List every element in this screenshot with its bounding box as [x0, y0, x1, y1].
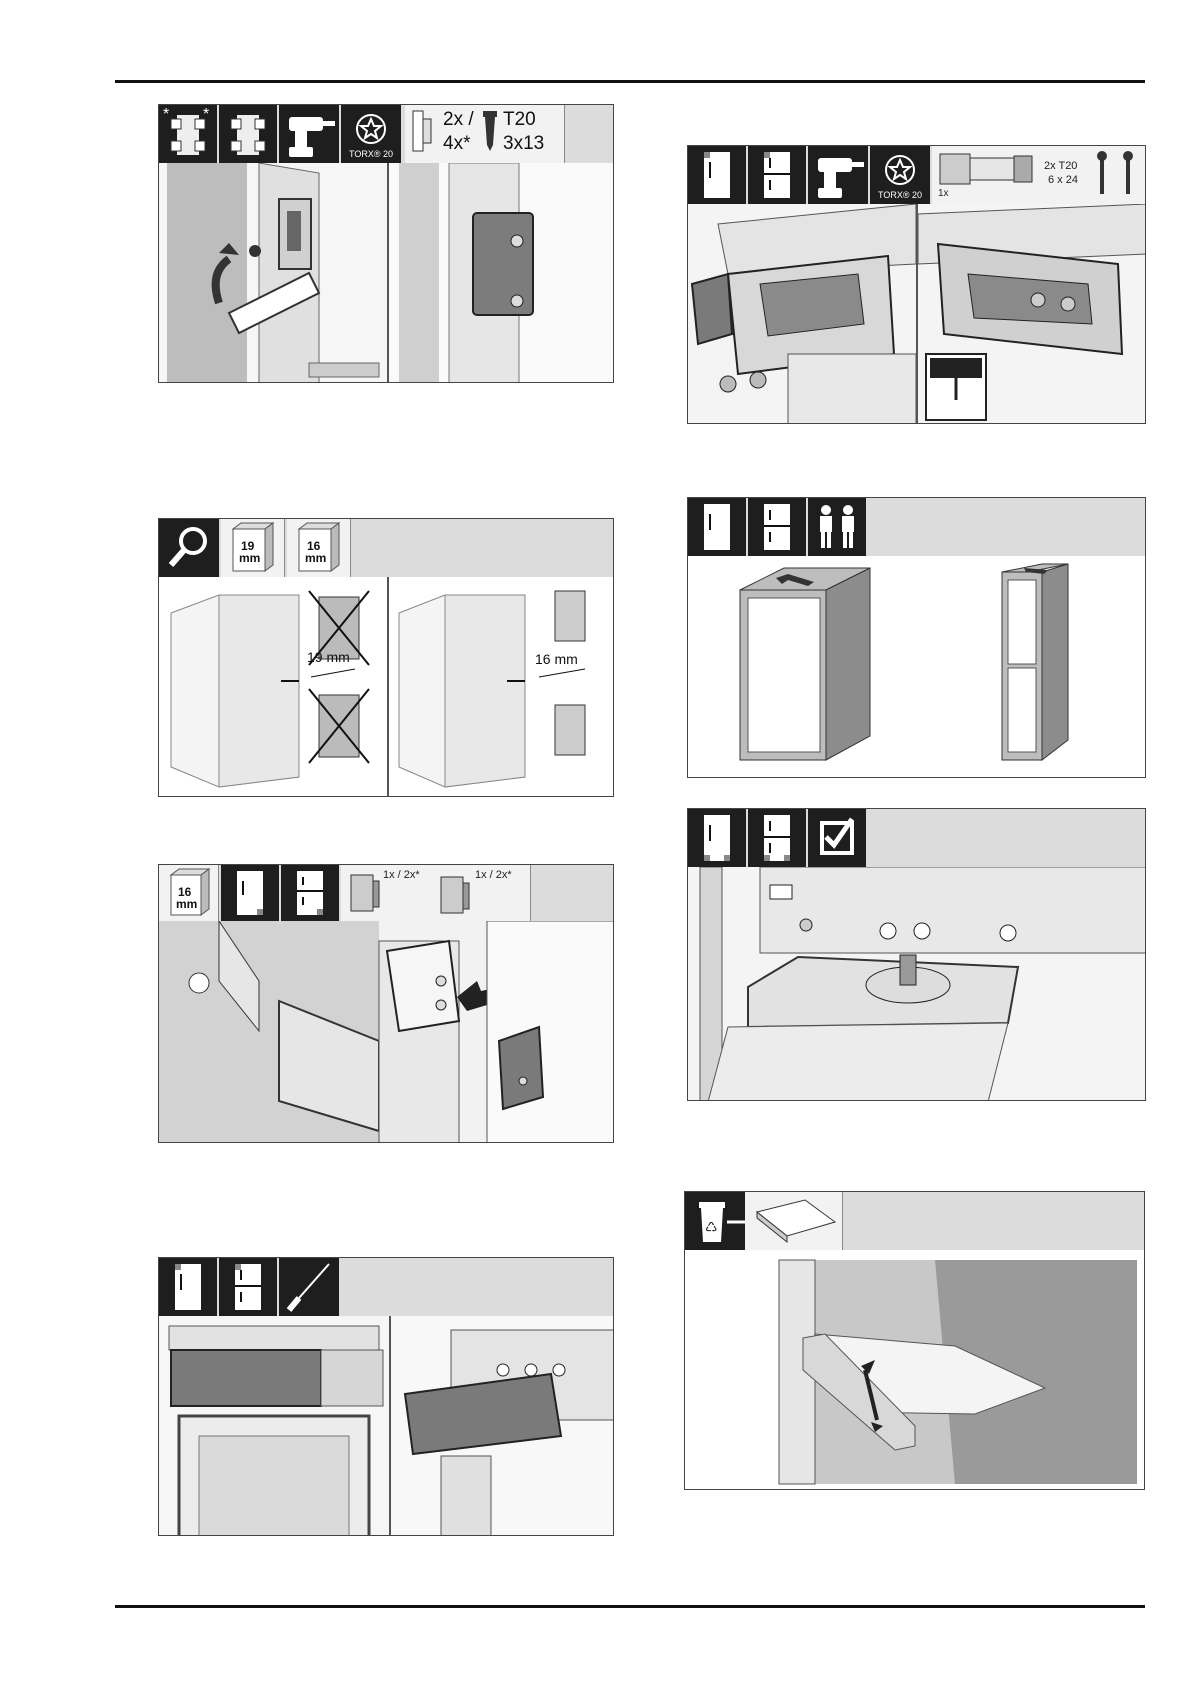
bottom-rule: [115, 1605, 1145, 1608]
panel-illustration: [159, 921, 613, 1142]
single-door-icon: [159, 1258, 217, 1316]
part-quantity: 1x: [938, 188, 949, 199]
screwdriver-icon: [279, 1258, 339, 1316]
board-value: 16: [178, 885, 192, 899]
step-panel-hinge-plate: 16 mm 1x: [158, 864, 614, 1143]
double-door-icon: [748, 146, 806, 204]
screw-spec-b: 6 x 24: [1048, 174, 1078, 186]
board-unit: mm: [176, 897, 198, 911]
svg-text:*: *: [203, 106, 209, 123]
step-panel-check-feet: [687, 808, 1146, 1101]
illustration-cabinet-16mm: 16 mm: [389, 577, 613, 796]
illustration-hinge-mounting: [159, 163, 387, 382]
panel-header: [688, 809, 1145, 868]
panel-illustration: [688, 204, 1145, 423]
board-16-unit: mm: [305, 551, 327, 565]
single-door-icon: [221, 865, 279, 921]
double-door-icon: [748, 498, 806, 556]
double-door-icon: [748, 809, 806, 867]
sub-divider: [916, 204, 918, 423]
sub-divider: [389, 1316, 391, 1535]
panel-illustration: 19 mm 16 mm: [159, 577, 613, 796]
step-panel-dispose-packaging: ♺: [684, 1191, 1145, 1490]
step-panel-door-bracket: TORX® 20 1x 2x T20 6 x 24: [687, 145, 1146, 424]
panel-illustration: [688, 867, 1145, 1100]
board-19mm-icon: 19 mm: [221, 519, 285, 577]
torx-label: TORX® 20: [878, 190, 922, 200]
panel-illustration: [685, 1250, 1144, 1489]
top-rule: [115, 80, 1145, 83]
panel-header: TORX® 20 1x 2x T20 6 x 24: [688, 146, 1145, 205]
double-door-icon: [219, 1258, 277, 1316]
recycle-bin-icon: ♺: [685, 1192, 745, 1250]
dimension-16mm: 16 mm: [535, 651, 578, 667]
checked-box-icon: [808, 809, 866, 867]
svg-text:*: *: [163, 106, 169, 123]
panel-illustration: [159, 163, 613, 382]
panel-illustration: [688, 556, 1145, 777]
single-door-icon: [688, 498, 746, 556]
svg-text:♺: ♺: [705, 1220, 718, 1236]
magnifier-icon: [159, 519, 219, 577]
board-19-value: 19: [241, 539, 255, 553]
torx-label: TORX® 20: [349, 149, 393, 159]
board-16mm-icon: 16 mm: [287, 519, 351, 577]
step-panel-two-persons: [687, 497, 1146, 778]
quantity-a: 1x / 2x*: [383, 869, 420, 881]
sub-divider: [387, 163, 389, 382]
screw-spec-a: 2x T20: [1044, 160, 1078, 172]
quantity-top: 2x /: [443, 109, 474, 130]
torx-bit-icon: TORX® 20: [341, 105, 401, 163]
quantity-bottom: 4x*: [443, 133, 471, 154]
panel-header: 19 mm 16 mm: [159, 519, 613, 578]
hinge-pair-icon: [219, 105, 277, 163]
screw-type: T20: [503, 109, 536, 130]
packaging-sheet-icon: [745, 1192, 843, 1250]
step-panel-hinge-fitting: * *: [158, 104, 614, 383]
illustration-bracket-left: [688, 204, 916, 423]
dimension-19mm: 19 mm: [307, 649, 350, 665]
single-door-icon: [688, 809, 746, 867]
hardware-cell: 2x / 4x* T20 3x13: [405, 105, 565, 163]
hinge-pair-asterisk-icon: * *: [159, 105, 217, 163]
two-persons-icon: [808, 498, 866, 556]
quantity-b: 1x / 2x*: [475, 869, 512, 881]
illustration-cover-removed: [391, 1316, 613, 1535]
panel-header: ♺: [685, 1192, 1144, 1251]
cordless-drill-icon: [808, 146, 868, 204]
cordless-drill-icon: [279, 105, 339, 163]
double-door-icon: [281, 865, 339, 921]
board-16mm-icon: 16 mm: [159, 865, 219, 921]
illustration-bracket-right: [918, 204, 1145, 423]
step-panel-cover-strip: [158, 1257, 614, 1536]
step-panel-board-thickness: 19 mm 16 mm: [158, 518, 614, 797]
panel-header: 16 mm 1x: [159, 865, 613, 922]
hinge-plate-parts-cell: 1x / 2x* 1x / 2x*: [341, 865, 531, 921]
bracket-parts-cell: 1x 2x T20 6 x 24: [932, 146, 1145, 204]
single-door-icon: [688, 146, 746, 204]
screw-size: 3x13: [503, 133, 545, 154]
panel-header: [159, 1258, 613, 1317]
illustration-hinge-cover: [389, 163, 613, 382]
sub-divider: [387, 577, 389, 796]
panel-illustration: [159, 1316, 613, 1535]
board-16-value: 16: [307, 539, 321, 553]
illustration-cover-installed: [159, 1316, 389, 1535]
illustration-cabinet-19mm: 19 mm: [159, 577, 387, 796]
panel-header: * *: [159, 105, 613, 164]
torx-bit-icon: TORX® 20: [870, 146, 930, 204]
panel-header: [688, 498, 1145, 557]
board-19-unit: mm: [239, 551, 261, 565]
